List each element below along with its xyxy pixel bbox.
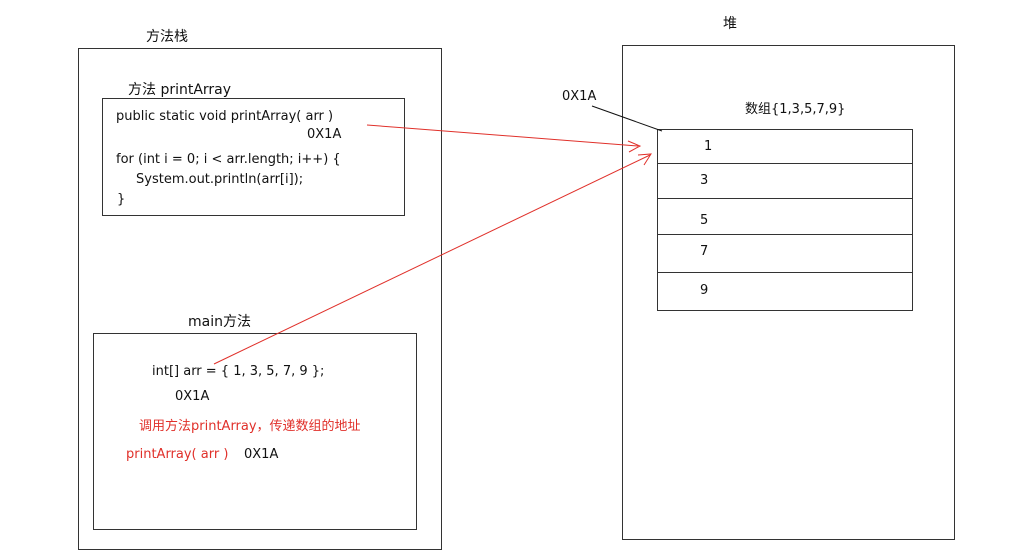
print-call-address: 0X1A xyxy=(244,447,279,462)
array-cell-value: 9 xyxy=(700,283,709,298)
array-cell-value: 1 xyxy=(704,139,713,154)
for-loop-line: for (int i = 0; i < arr.length; i++) { xyxy=(116,152,341,167)
heap-address-label: 0X1A xyxy=(562,89,597,104)
array-cell: 1 xyxy=(658,130,912,164)
array-cell: 7 xyxy=(658,235,912,273)
array-cell: 5 xyxy=(658,199,912,235)
heap-address-pointer-line xyxy=(591,105,663,132)
heap-title: 堆 xyxy=(723,16,737,32)
main-method-frame xyxy=(93,333,417,530)
print-method-signature: public static void printArray( arr ) xyxy=(116,109,334,124)
close-brace: } xyxy=(117,192,126,207)
array-cell-value: 5 xyxy=(700,213,709,228)
print-call: printArray( arr ) xyxy=(126,447,229,462)
heap-frame xyxy=(622,45,955,540)
stack-frame xyxy=(78,48,442,550)
array-declaration: int[] arr = { 1, 3, 5, 7, 9 }; xyxy=(152,364,325,379)
println-line: System.out.println(arr[i]); xyxy=(136,172,304,187)
arr-arrowhead xyxy=(637,153,652,166)
array-cell-value: 3 xyxy=(700,173,709,188)
main-address: 0X1A xyxy=(175,389,210,404)
print-method-frame xyxy=(102,98,405,216)
main-method-title: main方法 xyxy=(188,314,251,330)
array-cell-value: 7 xyxy=(700,244,709,259)
stack-title: 方法栈 xyxy=(146,29,188,45)
array-block: 1 3 5 7 9 xyxy=(657,129,913,311)
arr-reference-arrow xyxy=(213,154,651,365)
print-method-title: 方法 printArray xyxy=(128,82,232,98)
array-cell: 9 xyxy=(658,273,912,311)
print-method-address: 0X1A xyxy=(307,127,342,142)
array-label: 数组{1,3,5,7,9} xyxy=(745,102,846,117)
param-reference-arrow xyxy=(366,124,639,147)
call-comment: 调用方法printArray，传递数组的地址 xyxy=(139,419,361,434)
array-cell: 3 xyxy=(658,164,912,199)
param-arrowhead xyxy=(627,140,642,153)
